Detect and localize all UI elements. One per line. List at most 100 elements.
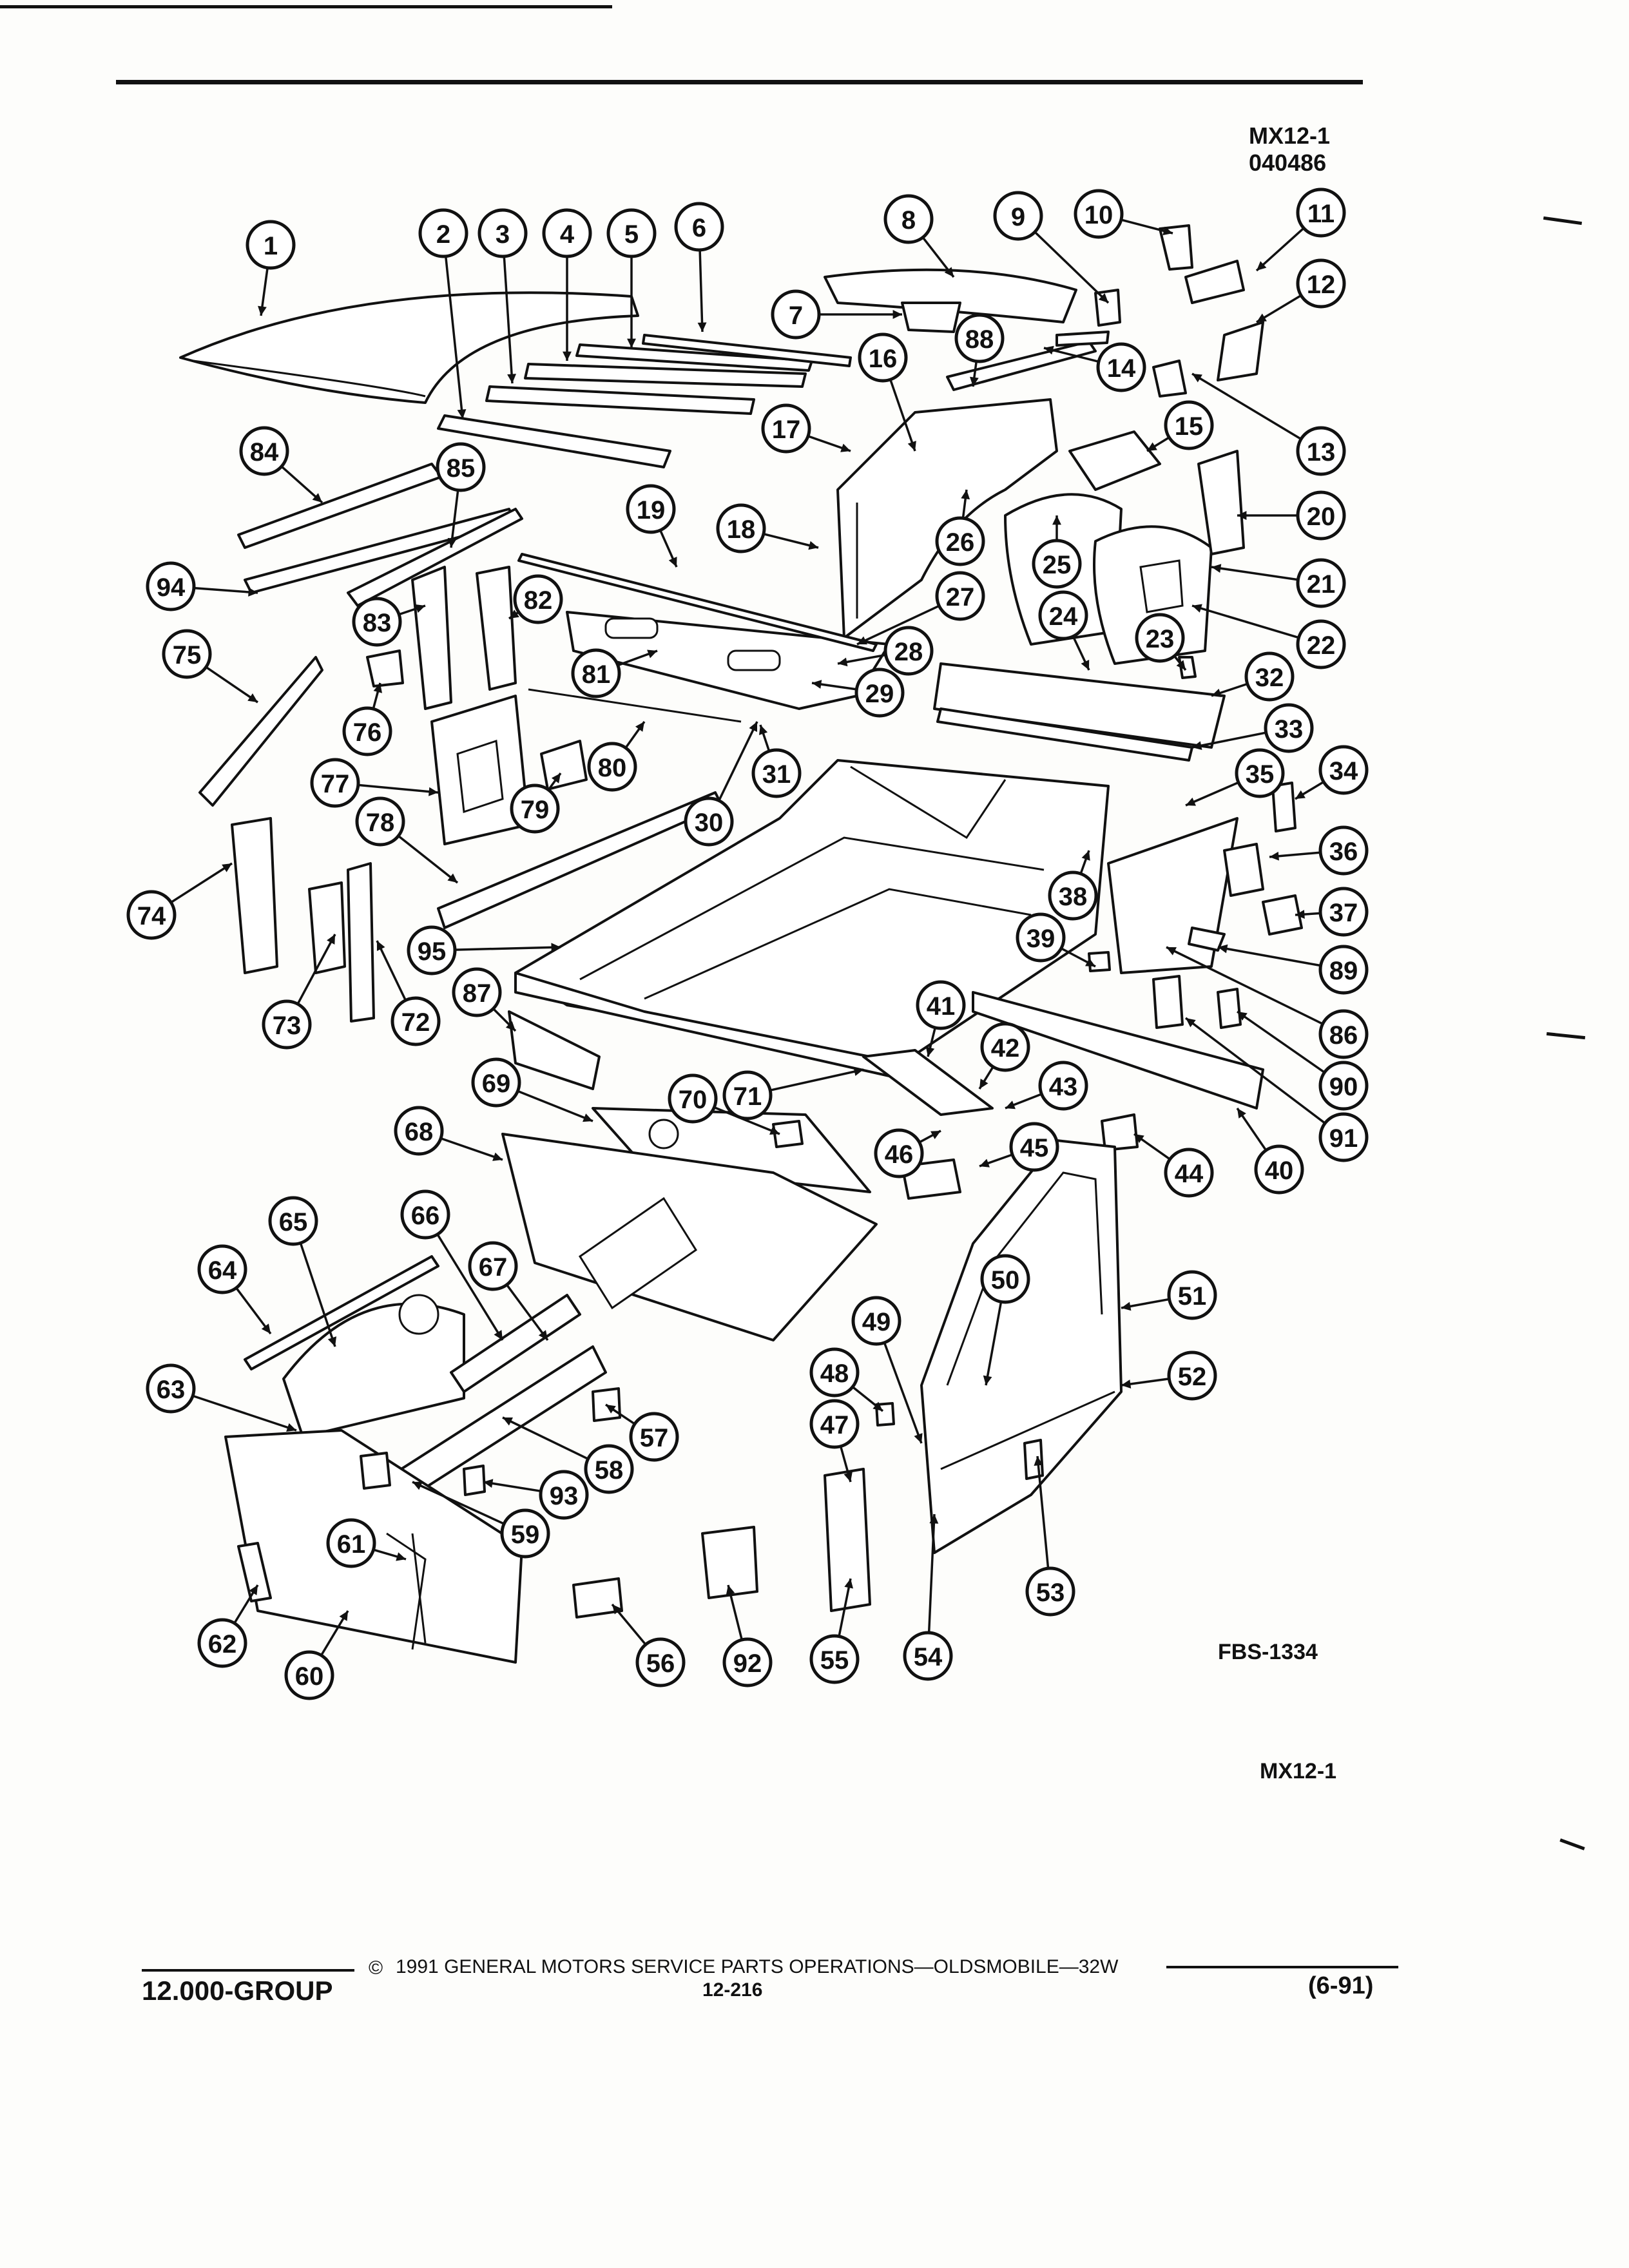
callout-number-2: 2: [436, 220, 450, 249]
callout-number-76: 76: [353, 718, 382, 747]
callout-6: 6: [674, 202, 724, 252]
leader-arrow-21: [1211, 564, 1222, 573]
leader-arrow-49: [914, 1433, 923, 1443]
leader-arrow-54: [929, 1514, 939, 1524]
callout-50: 50: [980, 1254, 1030, 1304]
leader-arrow-25: [1052, 515, 1061, 525]
leader-arrow-18: [808, 541, 818, 550]
callout-number-60: 60: [295, 1662, 324, 1691]
callout-circle-17: [761, 403, 811, 454]
roof-bow-5: [575, 343, 813, 372]
bracket-62: [237, 1542, 272, 1602]
callout-19: 19: [626, 484, 676, 534]
roof-bow-3: [485, 385, 755, 415]
leader-arrow-16: [907, 441, 916, 451]
callout-circle-64: [197, 1244, 247, 1294]
leader-arrow-64: [261, 1323, 271, 1334]
leader-arrow-72: [376, 941, 385, 951]
leader-line-68: [440, 1137, 503, 1161]
callout-68: 68: [394, 1106, 444, 1156]
callout-number-27: 27: [946, 583, 975, 611]
callout-circle-74: [126, 890, 177, 940]
callout-22: 22: [1296, 619, 1346, 669]
leader-line-50: [985, 1302, 1003, 1386]
callout-10: 10: [1074, 189, 1124, 239]
callout-circle-91: [1318, 1112, 1369, 1162]
leader-arrow-7: [892, 310, 902, 319]
callout-number-15: 15: [1175, 412, 1204, 441]
callout-46: 46: [874, 1128, 924, 1178]
footer-page-number: 12-216: [702, 1979, 763, 2001]
leader-arrow-27: [857, 636, 867, 645]
callout-circle-35: [1235, 748, 1285, 798]
callout-28: 28: [883, 626, 934, 676]
leader-arrow-63: [286, 1423, 296, 1432]
callout-5: 5: [606, 208, 657, 258]
leader-arrow-23: [1176, 660, 1186, 670]
callout-number-83: 83: [363, 609, 392, 637]
leader-arrow-95: [551, 943, 561, 952]
callout-number-49: 49: [862, 1308, 891, 1336]
deck-lid: [824, 268, 1077, 323]
leader-arrow-30: [749, 722, 757, 732]
leader-line-35: [1185, 781, 1239, 807]
leader-arrow-37: [1295, 910, 1305, 919]
callout-number-33: 33: [1275, 715, 1304, 744]
callout-number-58: 58: [595, 1456, 624, 1485]
callout-circle-66: [400, 1189, 450, 1240]
callout-number-8: 8: [901, 206, 916, 235]
callout-number-28: 28: [894, 638, 923, 666]
hinge-strap-88: [946, 340, 1097, 391]
callout-number-44: 44: [1175, 1160, 1204, 1188]
callout-number-25: 25: [1043, 551, 1072, 579]
callout-circle-56: [635, 1637, 686, 1687]
leader-line-53: [1036, 1456, 1050, 1569]
callout-circle-37: [1318, 887, 1369, 937]
clip-39: [1088, 951, 1111, 972]
callout-number-84: 84: [250, 438, 279, 466]
callout-number-82: 82: [524, 586, 553, 615]
leader-arrow-92: [726, 1585, 735, 1595]
callout-67: 67: [468, 1241, 518, 1291]
duct-41: [862, 1049, 994, 1116]
callout-number-74: 74: [137, 902, 166, 930]
callout-8: 8: [883, 194, 934, 244]
leader-line-13: [1191, 372, 1302, 440]
callout-number-18: 18: [727, 515, 756, 544]
leader-line-77: [358, 783, 439, 794]
callout-70: 70: [668, 1073, 718, 1124]
callout-number-80: 80: [598, 754, 627, 782]
callout-number-7: 7: [789, 302, 803, 330]
callout-23: 23: [1135, 613, 1185, 663]
callout-65: 65: [268, 1196, 318, 1246]
callout-circle-80: [587, 742, 637, 792]
callout-number-5: 5: [624, 220, 639, 249]
leader-arrow-14: [1044, 345, 1054, 355]
leader-arrow-11: [1257, 261, 1267, 271]
callout-number-24: 24: [1049, 602, 1078, 631]
callout-60: 60: [284, 1650, 334, 1700]
callout-89: 89: [1318, 945, 1369, 995]
leader-arrow-89: [1218, 944, 1228, 954]
leader-line-55: [838, 1578, 852, 1637]
leader-line-92: [727, 1584, 743, 1640]
roof-panel: [179, 291, 639, 404]
callout-circle-51: [1167, 1270, 1217, 1320]
callout-circle-38: [1048, 870, 1098, 921]
callout-94: 94: [146, 561, 196, 611]
callout-circle-8: [883, 194, 934, 244]
callout-circle-87: [452, 967, 502, 1017]
leader-line-74: [170, 862, 233, 904]
callout-91: 91: [1318, 1112, 1369, 1162]
callout-circle-42: [980, 1022, 1030, 1072]
pillar-15: [1068, 430, 1161, 491]
callout-49: 49: [851, 1296, 901, 1346]
bracket-59: [360, 1452, 391, 1490]
leader-arrow-76: [373, 683, 383, 693]
callout-number-41: 41: [927, 992, 956, 1021]
leader-arrow-1: [258, 305, 267, 316]
leader-arrow-17: [840, 443, 851, 452]
callout-circle-19: [626, 484, 676, 534]
callout-38: 38: [1048, 870, 1098, 921]
